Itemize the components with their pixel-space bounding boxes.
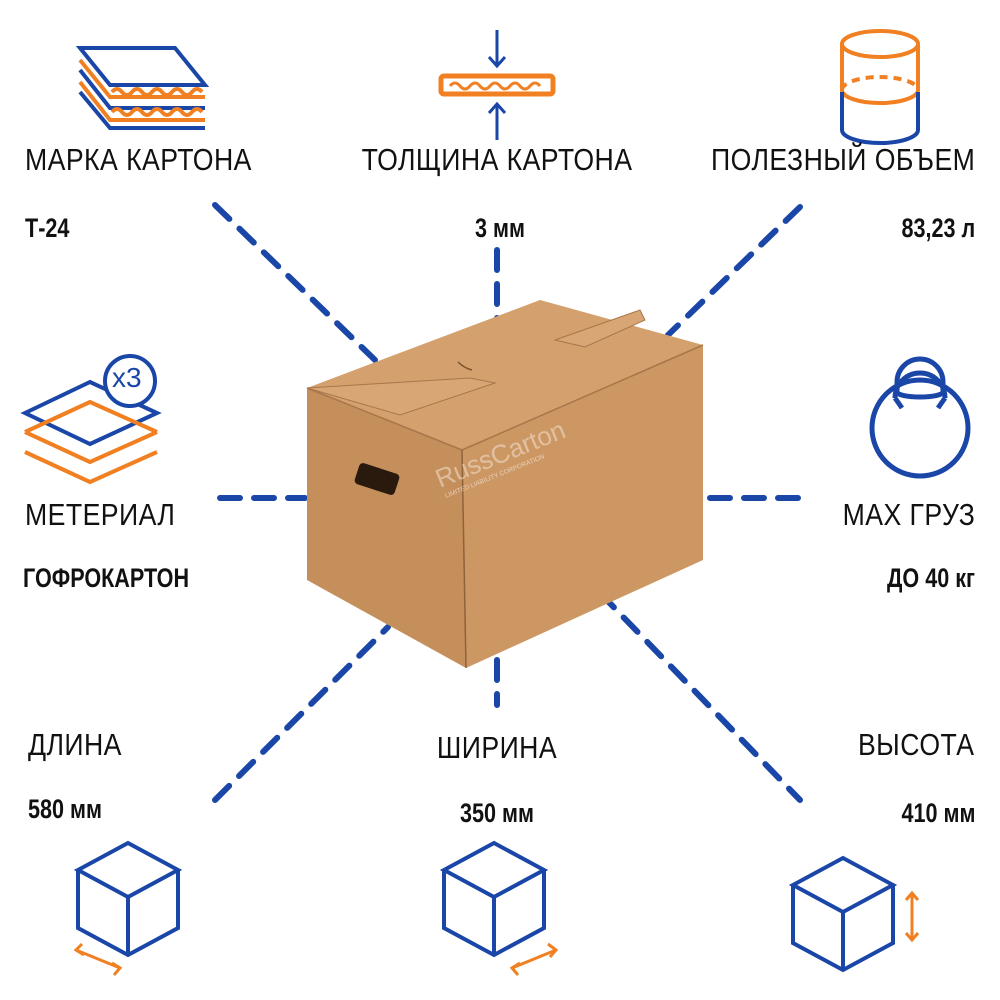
thickness-value: 3 мм <box>475 213 525 243</box>
max-load-label: MAX ГРУЗ <box>842 497 975 532</box>
thickness-arrows-icon <box>438 30 556 140</box>
connector-lines <box>212 202 803 803</box>
connector-grade <box>212 202 378 363</box>
width-value: 350 мм <box>460 798 534 828</box>
connector-volume <box>665 204 803 338</box>
kettlebell-icon <box>869 356 971 479</box>
cube-width-icon <box>439 840 559 976</box>
grade-value: Т-24 <box>25 213 70 243</box>
height-value: 410 мм <box>901 798 975 828</box>
corrugated-layers-icon <box>75 46 210 130</box>
cylinder-volume-icon <box>840 29 920 145</box>
max-load-value: ДО 40 кг <box>886 563 975 593</box>
volume-label: ПОЛЕЗНЫЙ ОБЪЕМ <box>710 142 975 177</box>
connector-length <box>212 624 391 803</box>
cube-height-icon <box>788 855 920 973</box>
connector-height <box>597 590 803 803</box>
sheets-x3-icon <box>20 354 162 485</box>
material-label: МЕТЕРИАЛ <box>25 497 176 532</box>
length-value: 580 мм <box>28 794 102 824</box>
width-label: ШИРИНА <box>436 730 558 765</box>
material-badge: x3 <box>112 362 142 393</box>
length-label: ДЛИНА <box>28 727 122 762</box>
cardboard-box-image: RussCarton LIMITED LIABILITY CORPORATION <box>306 300 704 669</box>
thickness-label: ТОЛЩИНА КАРТОНА <box>361 142 633 177</box>
material-value: ГОФРОКАРТОН <box>23 563 190 593</box>
height-label: ВЫСОТА <box>858 727 975 762</box>
volume-value: 83,23 л <box>901 213 975 243</box>
grade-label: МАРКА КАРТОНА <box>25 142 252 177</box>
cube-length-icon <box>73 840 183 976</box>
